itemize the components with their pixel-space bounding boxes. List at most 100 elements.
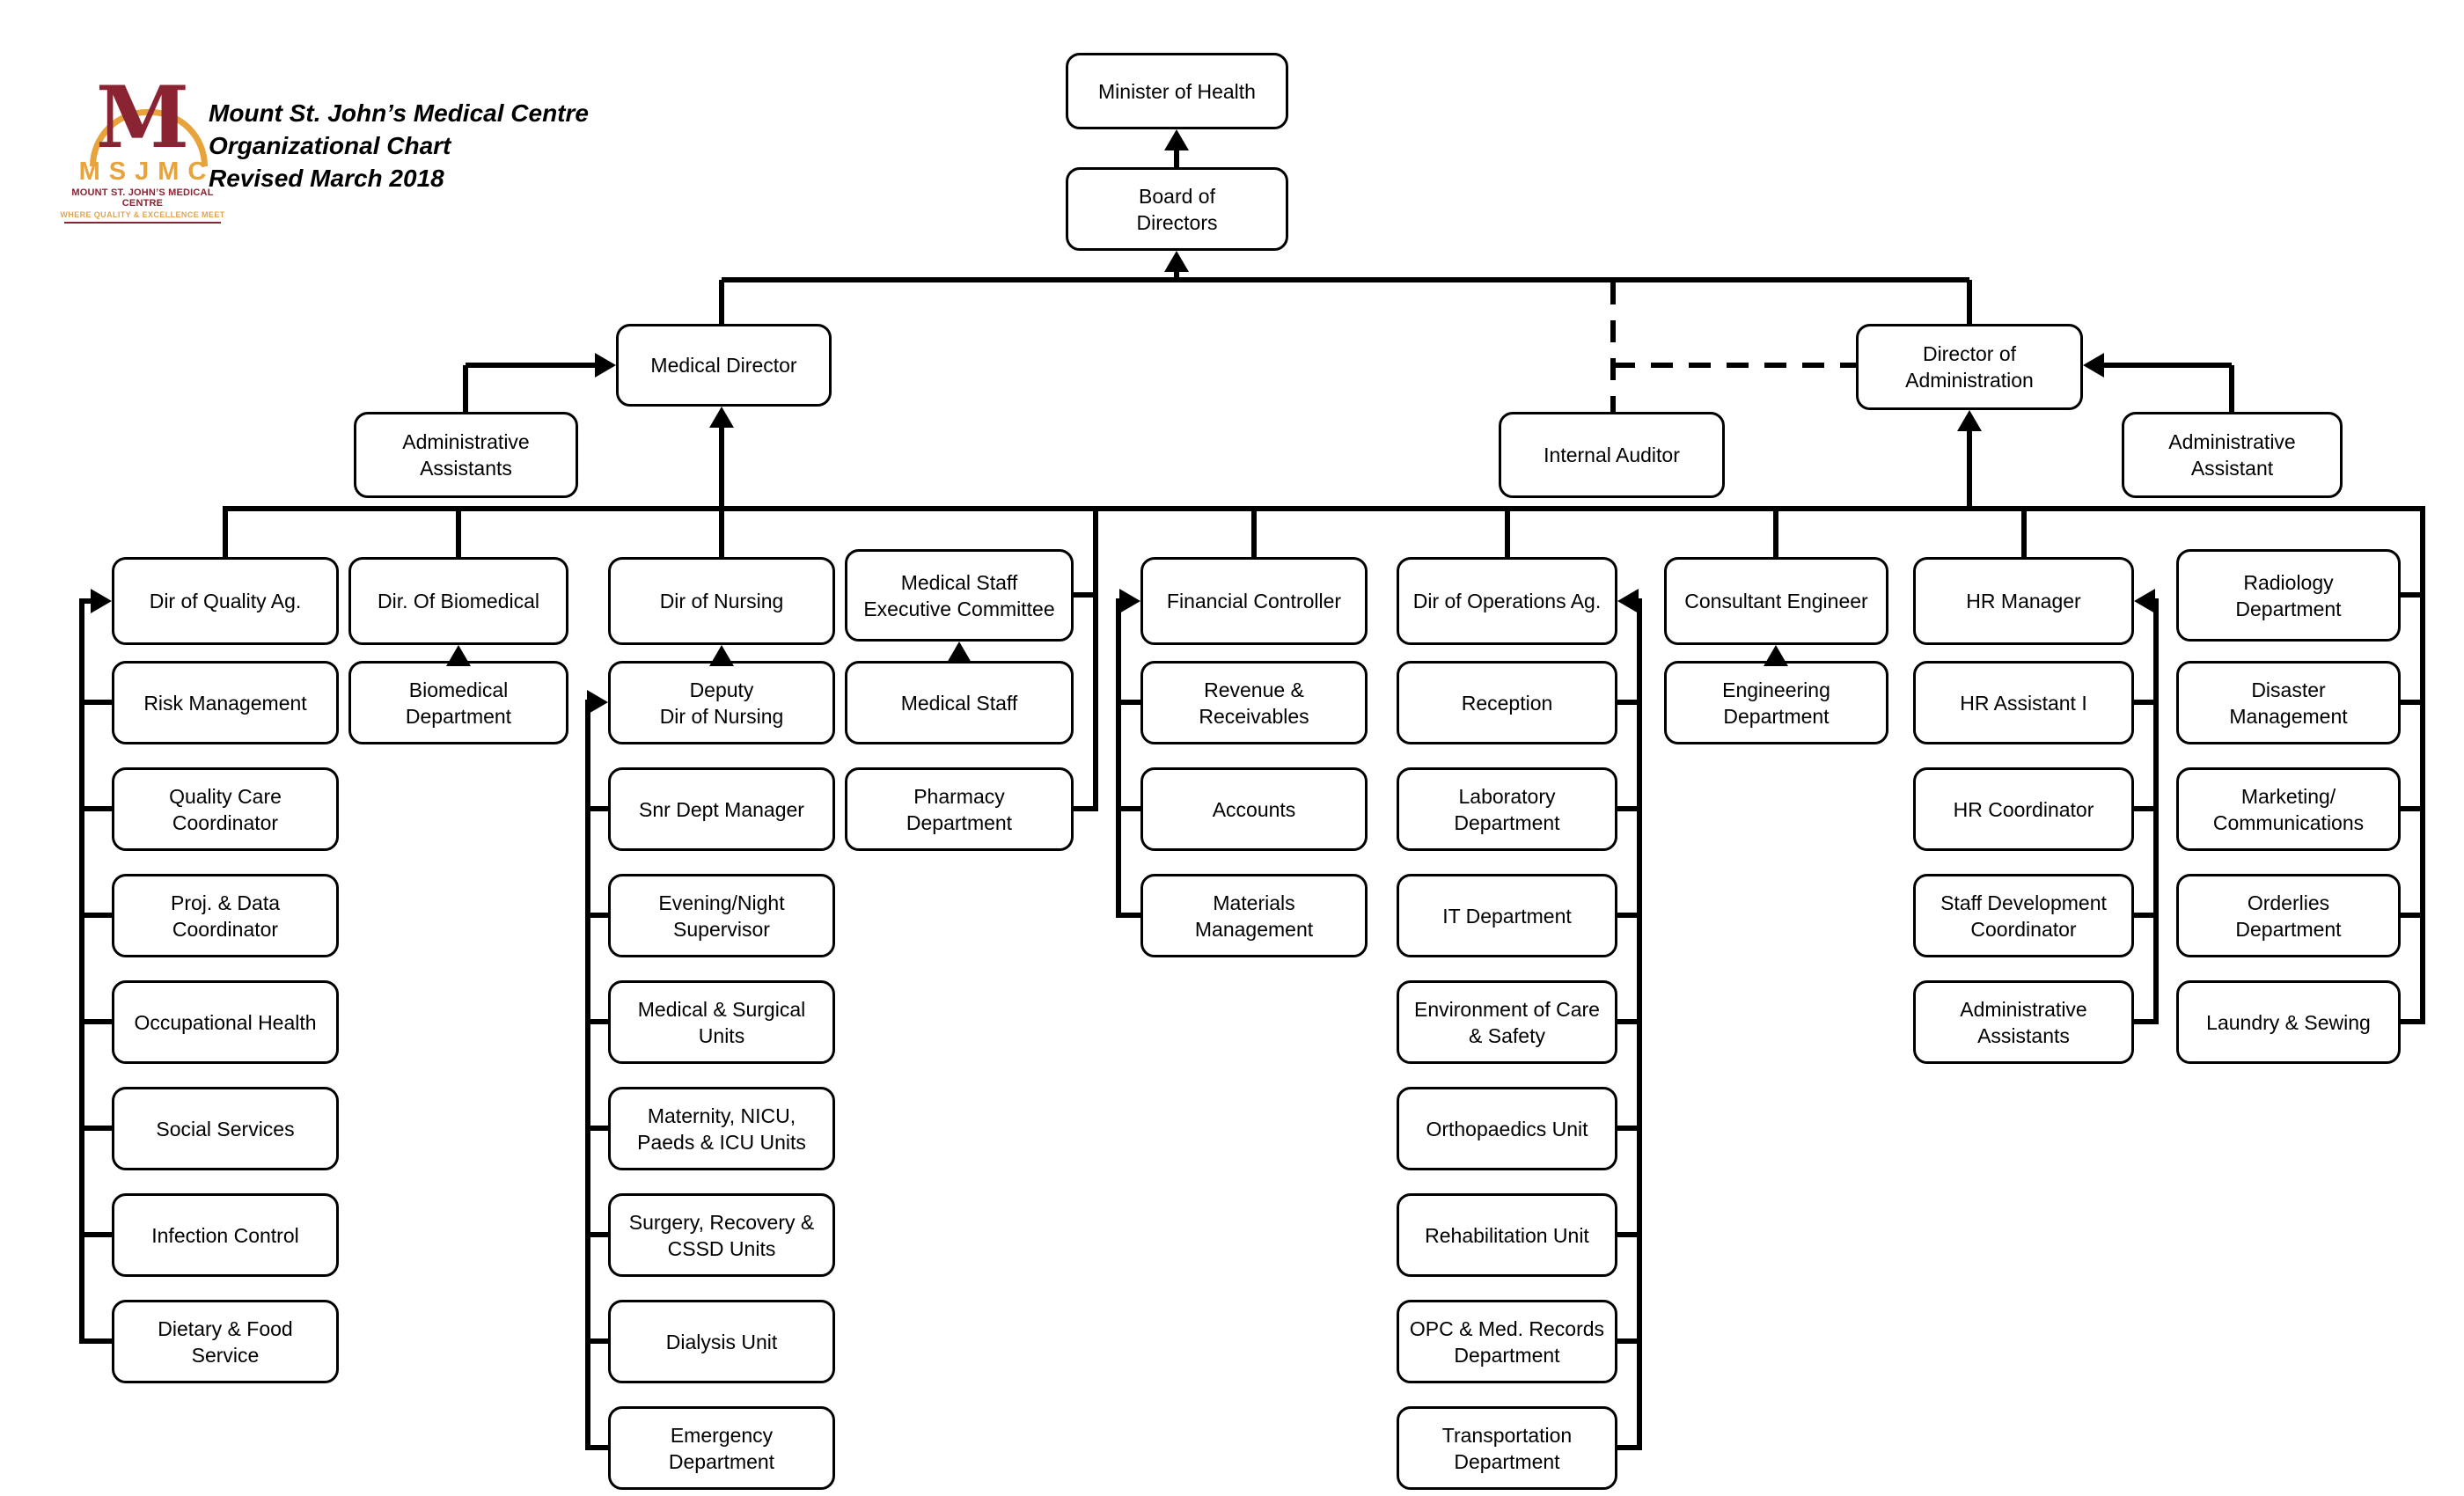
connector-line bbox=[1174, 147, 1179, 170]
node-label: Infection Control bbox=[151, 1223, 299, 1247]
node-orthopaedics-unit: Orthopaedics Unit bbox=[1397, 1087, 1617, 1170]
node-label: Administrative bbox=[402, 430, 530, 453]
node-label: Materials bbox=[1213, 891, 1295, 914]
node-label: Radiology bbox=[2243, 570, 2334, 594]
node-label: Paeds & ICU Units bbox=[637, 1130, 806, 1154]
connector-line bbox=[1116, 598, 1121, 918]
connector-line bbox=[722, 277, 1969, 282]
node-label: Dir. Of Biomedical bbox=[377, 590, 540, 612]
node-label: Staff Development bbox=[1940, 891, 2107, 914]
connector-line bbox=[1093, 509, 1098, 811]
node-label: Pharmacy bbox=[913, 784, 1005, 808]
connector-line bbox=[1118, 700, 1140, 705]
node-label: Directors bbox=[1136, 210, 1218, 234]
arrowhead-left-icon bbox=[2083, 353, 2104, 378]
node-label: Rehabilitation Unit bbox=[1425, 1223, 1589, 1247]
connector-line bbox=[223, 509, 228, 557]
connector-line bbox=[719, 424, 724, 509]
connector-line bbox=[588, 1126, 608, 1131]
node-label: Department bbox=[2235, 597, 2342, 620]
connector-line bbox=[2401, 1019, 2423, 1024]
node-accounts: Accounts bbox=[1140, 767, 1368, 851]
connector-line bbox=[2134, 700, 2156, 705]
node-label: Dialysis Unit bbox=[665, 1330, 778, 1353]
logo-acronym: MSJMC bbox=[78, 158, 216, 186]
node-dialysis-unit: Dialysis Unit bbox=[608, 1300, 835, 1383]
node-label: Department bbox=[2235, 917, 2342, 941]
connector-line-dashed bbox=[1610, 282, 1616, 412]
arrowhead-up-icon bbox=[709, 645, 734, 666]
node-label: Snr Dept Manager bbox=[639, 797, 804, 821]
node-internal-auditor: Internal Auditor bbox=[1499, 412, 1725, 498]
node-hr-manager: HR Manager bbox=[1913, 557, 2134, 645]
connector-line bbox=[82, 598, 94, 604]
node-label: Social Services bbox=[156, 1117, 295, 1140]
connector-line bbox=[456, 509, 461, 557]
connector-line bbox=[223, 506, 2425, 511]
node-label: Dir of Quality Ag. bbox=[149, 590, 302, 612]
connector-line bbox=[588, 1232, 608, 1237]
node-social-services: Social Services bbox=[112, 1087, 339, 1170]
node-infection-control: Infection Control bbox=[112, 1193, 339, 1277]
node-hr-coordinator: HR Coordinator bbox=[1913, 767, 2134, 851]
node-label: Dir of Nursing bbox=[659, 704, 784, 728]
connector-line bbox=[1773, 509, 1778, 557]
node-label: Management bbox=[1194, 917, 1314, 941]
connector-line bbox=[1118, 806, 1140, 811]
logo-rule bbox=[64, 222, 221, 224]
node-label: Transportation bbox=[1441, 1423, 1573, 1447]
connector-line bbox=[82, 1338, 112, 1344]
node-label: Medical Staff bbox=[900, 570, 1018, 594]
logo-tagline: WHERE QUALITY & EXCELLENCE MEET bbox=[60, 210, 225, 219]
connector-line bbox=[1505, 509, 1510, 557]
node-label: Quality Care bbox=[169, 784, 282, 808]
node-label: Emergency bbox=[670, 1423, 774, 1447]
node-label: Maternity, NICU, bbox=[647, 1104, 796, 1127]
node-dir-of-nursing: Dir of Nursing bbox=[608, 557, 835, 645]
arrowhead-up-icon bbox=[947, 642, 972, 663]
node-label: Marketing/ bbox=[2240, 784, 2336, 808]
node-label: Occupational Health bbox=[134, 1010, 317, 1034]
arrowhead-right-icon bbox=[1119, 589, 1140, 613]
node-label: Administrative bbox=[1960, 997, 2087, 1021]
arrowhead-up-icon bbox=[709, 407, 734, 428]
node-label: Internal Auditor bbox=[1544, 444, 1680, 466]
node-label: Biomedical bbox=[408, 678, 509, 701]
node-consultant-engineer: Consultant Engineer bbox=[1664, 557, 1888, 645]
connector-line bbox=[79, 598, 84, 1344]
connector-line bbox=[2134, 806, 2156, 811]
connector-line bbox=[1074, 592, 1096, 598]
connector-line bbox=[82, 700, 112, 705]
node-financial-controller: Financial Controller bbox=[1140, 557, 1368, 645]
arrowhead-up-icon bbox=[1164, 129, 1189, 150]
node-risk-management: Risk Management bbox=[112, 661, 339, 744]
arrowhead-right-icon bbox=[587, 690, 608, 715]
node-label: Dir of Nursing bbox=[659, 590, 784, 612]
node-it-department: IT Department bbox=[1397, 874, 1617, 957]
connector-line bbox=[1174, 268, 1179, 282]
node-label: Department bbox=[1454, 1449, 1560, 1473]
node-label: Engineering bbox=[1722, 678, 1830, 701]
connector-line bbox=[588, 1019, 608, 1024]
node-label: Environment of Care bbox=[1414, 997, 1600, 1021]
node-label: Director of bbox=[1922, 342, 2017, 365]
node-label: Supervisor bbox=[673, 917, 770, 941]
node-label: Management bbox=[2229, 704, 2348, 728]
connector-line bbox=[2229, 365, 2234, 412]
title-line-1: Mount St. John’s Medical Centre bbox=[209, 99, 589, 127]
node-label: HR Assistant I bbox=[1960, 691, 2087, 715]
node-dir-of-operations: Dir of Operations Ag. bbox=[1397, 557, 1617, 645]
